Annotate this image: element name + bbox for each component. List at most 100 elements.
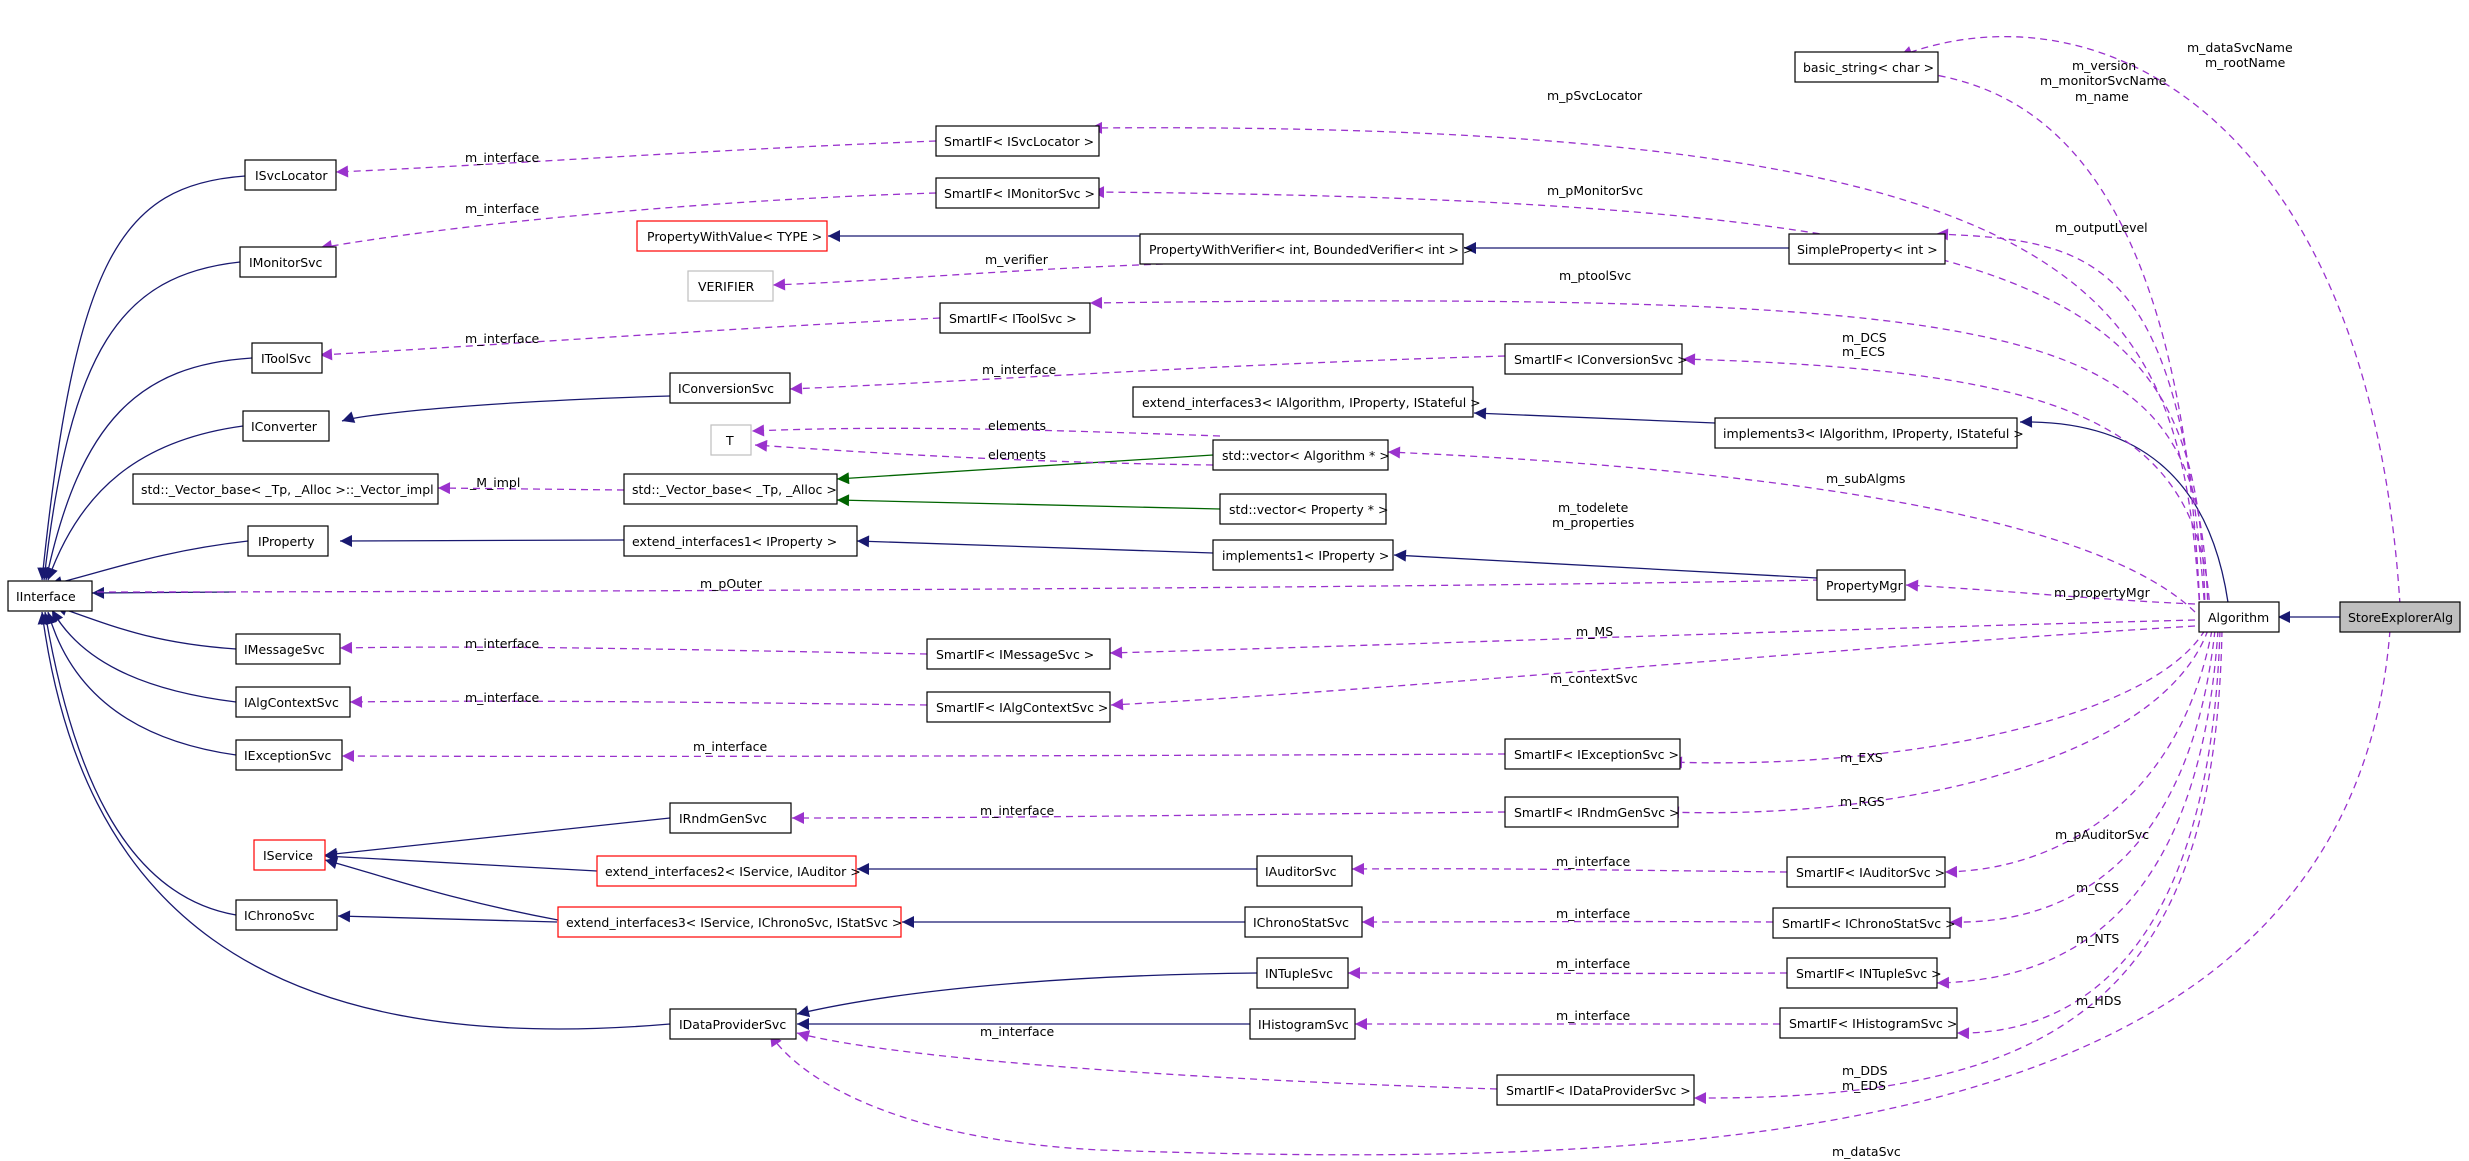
class-node-smartif-ihistogramsvc[interactable]: SmartIF< IHistogramSvc > (1779, 1007, 1958, 1039)
edge-label: m_DCS (1842, 330, 1887, 345)
class-node-vector-algorithm[interactable]: std::vector< Algorithm * > (1212, 439, 1390, 471)
svg-text:SmartIF< IHistogramSvc >: SmartIF< IHistogramSvc > (1789, 1016, 1957, 1031)
edge-label: m_dataSvcName (2187, 40, 2293, 55)
svg-text:SmartIF< IRndmGenSvc >: SmartIF< IRndmGenSvc > (1514, 805, 1680, 820)
edge-label: elements (988, 447, 1046, 462)
svg-text:SimpleProperty< int >: SimpleProperty< int > (1797, 242, 1938, 257)
class-node-ichronostatsvc[interactable]: IChronoStatSvc (1244, 906, 1363, 938)
class-node-irndmgensvc[interactable]: IRndmGenSvc (669, 802, 792, 834)
class-node-iauditorsvc[interactable]: IAuditorSvc (1256, 855, 1353, 887)
class-node-extend-interfaces3-chrono[interactable]: extend_interfaces3< IService, IChronoSvc… (557, 906, 902, 938)
svg-text:IChronoSvc: IChronoSvc (244, 908, 315, 923)
svg-text:implements3< IAlgorithm, IProp: implements3< IAlgorithm, IProperty, ISta… (1723, 426, 2024, 441)
svg-text:std::vector< Algorithm * >: std::vector< Algorithm * > (1222, 448, 1390, 463)
edge-label: m_interface (980, 803, 1054, 818)
inheritance-edges (37, 175, 2340, 1030)
edge-label: m_pOuter (700, 576, 763, 591)
class-node-smartif-ichronostatsvc[interactable]: SmartIF< IChronoStatSvc > (1772, 907, 1956, 939)
svg-text:IAuditorSvc: IAuditorSvc (1265, 864, 1337, 879)
template-edges (836, 454, 1221, 510)
class-node-smartif-ialgcontextsvc[interactable]: SmartIF< IAlgContextSvc > (926, 691, 1111, 723)
svg-text:IService: IService (263, 848, 313, 863)
edge-label: m_ECS (1842, 344, 1885, 359)
svg-text:IInterface: IInterface (16, 589, 76, 604)
class-node-simpleproperty[interactable]: SimpleProperty< int > (1788, 233, 1946, 265)
class-node-iexceptionsvc[interactable]: IExceptionSvc (235, 739, 343, 771)
class-node-iconversionsvc[interactable]: IConversionSvc (669, 372, 791, 404)
class-node-iinterface[interactable]: IInterface (7, 580, 93, 612)
class-node-smartif-irndmgensvc[interactable]: SmartIF< IRndmGenSvc > (1504, 796, 1680, 828)
svg-text:SmartIF< IDataProviderSvc >: SmartIF< IDataProviderSvc > (1506, 1083, 1691, 1098)
svg-text:T: T (725, 433, 734, 448)
edge-label: m_interface (982, 362, 1056, 377)
class-node-imonitorsvc[interactable]: IMonitorSvc (239, 246, 337, 278)
class-node-extend-interfaces1[interactable]: extend_interfaces1< IProperty > (623, 525, 858, 557)
class-node-ichronosvc[interactable]: IChronoSvc (235, 899, 338, 931)
svg-text:SmartIF< IAlgContextSvc >: SmartIF< IAlgContextSvc > (936, 700, 1108, 715)
class-node-iservice[interactable]: IService (253, 839, 326, 871)
class-node-iproperty[interactable]: IProperty (247, 525, 329, 557)
svg-text:SmartIF< INTupleSvc >: SmartIF< INTupleSvc > (1796, 966, 1942, 981)
class-node-imessagesvc[interactable]: IMessageSvc (235, 633, 341, 665)
class-node-propertymgr[interactable]: PropertyMgr (1816, 569, 1906, 601)
class-node-idataprovidersvc[interactable]: IDataProviderSvc (669, 1008, 797, 1040)
svg-text:SmartIF< IMonitorSvc >: SmartIF< IMonitorSvc > (944, 186, 1095, 201)
class-node-vector-property[interactable]: std::vector< Property * > (1219, 493, 1388, 525)
class-node-algorithm[interactable]: Algorithm (2198, 601, 2280, 633)
edge-label: m_MS (1576, 624, 1613, 639)
svg-text:StoreExplorerAlg: StoreExplorerAlg (2348, 610, 2453, 625)
class-node-iconverter[interactable]: IConverter (242, 410, 330, 442)
svg-text:PropertyWithVerifier< int, Bou: PropertyWithVerifier< int, BoundedVerifi… (1149, 242, 1473, 257)
class-node-vector-base[interactable]: std::_Vector_base< _Tp, _Alloc > (623, 473, 838, 505)
svg-text:SmartIF< IExceptionSvc >: SmartIF< IExceptionSvc > (1514, 747, 1679, 762)
class-node-vector-impl[interactable]: std::_Vector_base< _Tp, _Alloc >::_Vecto… (132, 473, 439, 505)
svg-text:IAlgContextSvc: IAlgContextSvc (244, 695, 339, 710)
class-node-propertywithverifier[interactable]: PropertyWithVerifier< int, BoundedVerifi… (1139, 233, 1473, 265)
class-node-smartif-intuplesvc[interactable]: SmartIF< INTupleSvc > (1786, 957, 1942, 989)
class-node-smartif-itoolsvc[interactable]: SmartIF< IToolSvc > (939, 302, 1091, 334)
class-node-isvclocator[interactable]: ISvcLocator (244, 159, 337, 191)
class-node-implements3[interactable]: implements3< IAlgorithm, IProperty, ISta… (1714, 417, 2024, 449)
edge-label: m_todelete (1558, 500, 1629, 515)
class-node-intuplesvc[interactable]: INTupleSvc (1256, 957, 1349, 989)
class-node-propertywithvalue[interactable]: PropertyWithValue< TYPE > (636, 220, 828, 252)
class-node-verifier[interactable]: VERIFIER (687, 270, 774, 302)
svg-text:IConverter: IConverter (251, 419, 318, 434)
edge-label: m_interface (1556, 906, 1630, 921)
class-node-extend-interfaces3-alg[interactable]: extend_interfaces3< IAlgorithm, IPropert… (1132, 386, 1481, 418)
svg-text:IToolSvc: IToolSvc (261, 351, 311, 366)
svg-text:IMonitorSvc: IMonitorSvc (249, 255, 323, 270)
edge-label: m_pSvcLocator (1547, 88, 1643, 103)
class-node-smartif-iconversionsvc[interactable]: SmartIF< IConversionSvc > (1504, 343, 1688, 375)
class-node-smartif-iexceptionsvc[interactable]: SmartIF< IExceptionSvc > (1504, 738, 1681, 770)
class-node-basic-string[interactable]: basic_string< char > (1794, 51, 1939, 83)
svg-text:extend_interfaces3< IAlgorithm: extend_interfaces3< IAlgorithm, IPropert… (1142, 395, 1481, 410)
class-node-t[interactable]: T (710, 424, 752, 456)
class-node-extend-interfaces2[interactable]: extend_interfaces2< IService, IAuditor > (596, 855, 861, 887)
svg-text:IChronoStatSvc: IChronoStatSvc (1253, 915, 1349, 930)
class-node-smartif-idataprovidersvc[interactable]: SmartIF< IDataProviderSvc > (1496, 1074, 1695, 1106)
class-node-ialgcontextsvc[interactable]: IAlgContextSvc (235, 686, 351, 718)
svg-text:SmartIF< IChronoStatSvc >: SmartIF< IChronoStatSvc > (1782, 916, 1956, 931)
svg-text:SmartIF< IMessageSvc >: SmartIF< IMessageSvc > (936, 647, 1094, 662)
class-node-smartif-isvclocator[interactable]: SmartIF< ISvcLocator > (935, 125, 1100, 157)
edge-label: m_interface (465, 690, 539, 705)
svg-text:IRndmGenSvc: IRndmGenSvc (679, 811, 767, 826)
svg-text:SmartIF< IConversionSvc >: SmartIF< IConversionSvc > (1514, 352, 1688, 367)
svg-text:SmartIF< IAuditorSvc >: SmartIF< IAuditorSvc > (1796, 865, 1945, 880)
nodes: IInterface ISvcLocator IMonitorSvc ITool… (7, 51, 2461, 1106)
class-node-implements1[interactable]: implements1< IProperty > (1212, 539, 1394, 571)
class-node-smartif-imonitorsvc[interactable]: SmartIF< IMonitorSvc > (935, 177, 1100, 209)
class-node-smartif-iauditorsvc[interactable]: SmartIF< IAuditorSvc > (1786, 856, 1946, 888)
edge-label: m_verifier (985, 252, 1049, 267)
class-node-storeexploreralg[interactable]: StoreExplorerAlg (2339, 601, 2461, 633)
edge-label: m_EXS (1840, 750, 1883, 765)
class-node-itoolsvc[interactable]: IToolSvc (251, 342, 323, 374)
svg-text:PropertyMgr: PropertyMgr (1826, 578, 1904, 593)
class-node-ihistogramsvc[interactable]: IHistogramSvc (1249, 1008, 1356, 1040)
svg-text:VERIFIER: VERIFIER (698, 279, 755, 294)
class-node-smartif-imessagesvc[interactable]: SmartIF< IMessageSvc > (926, 638, 1111, 670)
edge-label: m_HDS (2076, 993, 2121, 1008)
svg-text:basic_string< char >: basic_string< char > (1803, 60, 1934, 75)
